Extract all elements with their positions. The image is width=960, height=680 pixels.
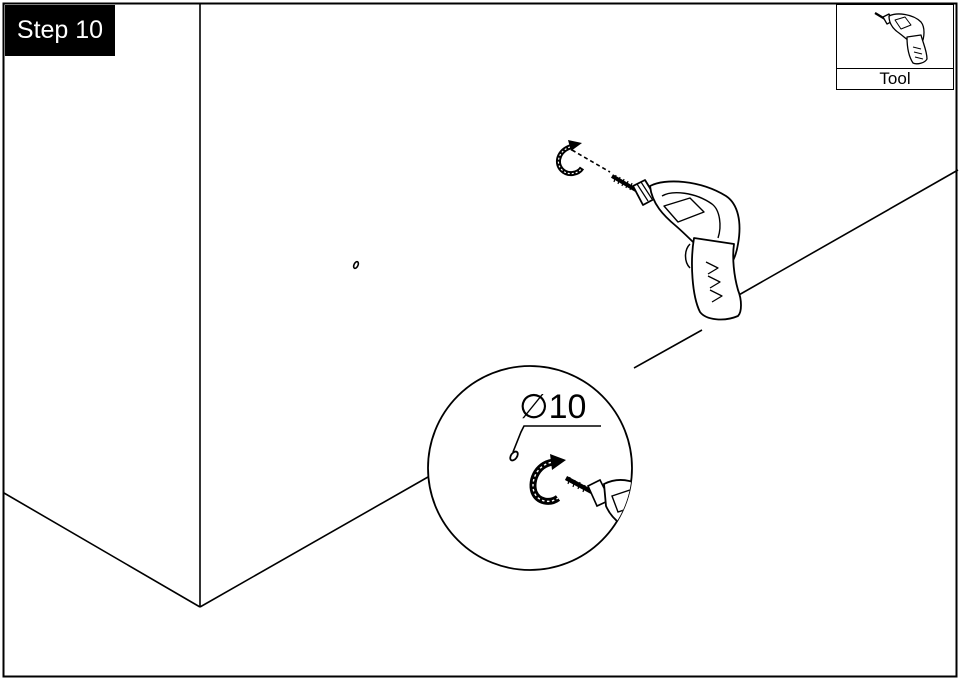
diameter-label: ∅10 <box>519 388 587 426</box>
drill-icon <box>874 12 928 65</box>
floor-edge-lower <box>199 476 429 608</box>
tool-label: Tool <box>837 68 953 89</box>
rotation-arrow-icon <box>556 140 585 177</box>
floor-edge-upper <box>729 169 959 301</box>
floor-edge-mid <box>633 329 703 369</box>
step-badge: Step 10 <box>5 5 115 56</box>
drill-main-icon <box>571 149 742 321</box>
detail-hole-mark <box>509 450 519 462</box>
wall-hole-mark <box>352 260 360 270</box>
tool-panel: Tool <box>836 4 954 90</box>
diameter-leader-line <box>512 425 601 453</box>
left-floor-edge <box>3 492 201 608</box>
wall-corner-scene <box>3 4 959 608</box>
